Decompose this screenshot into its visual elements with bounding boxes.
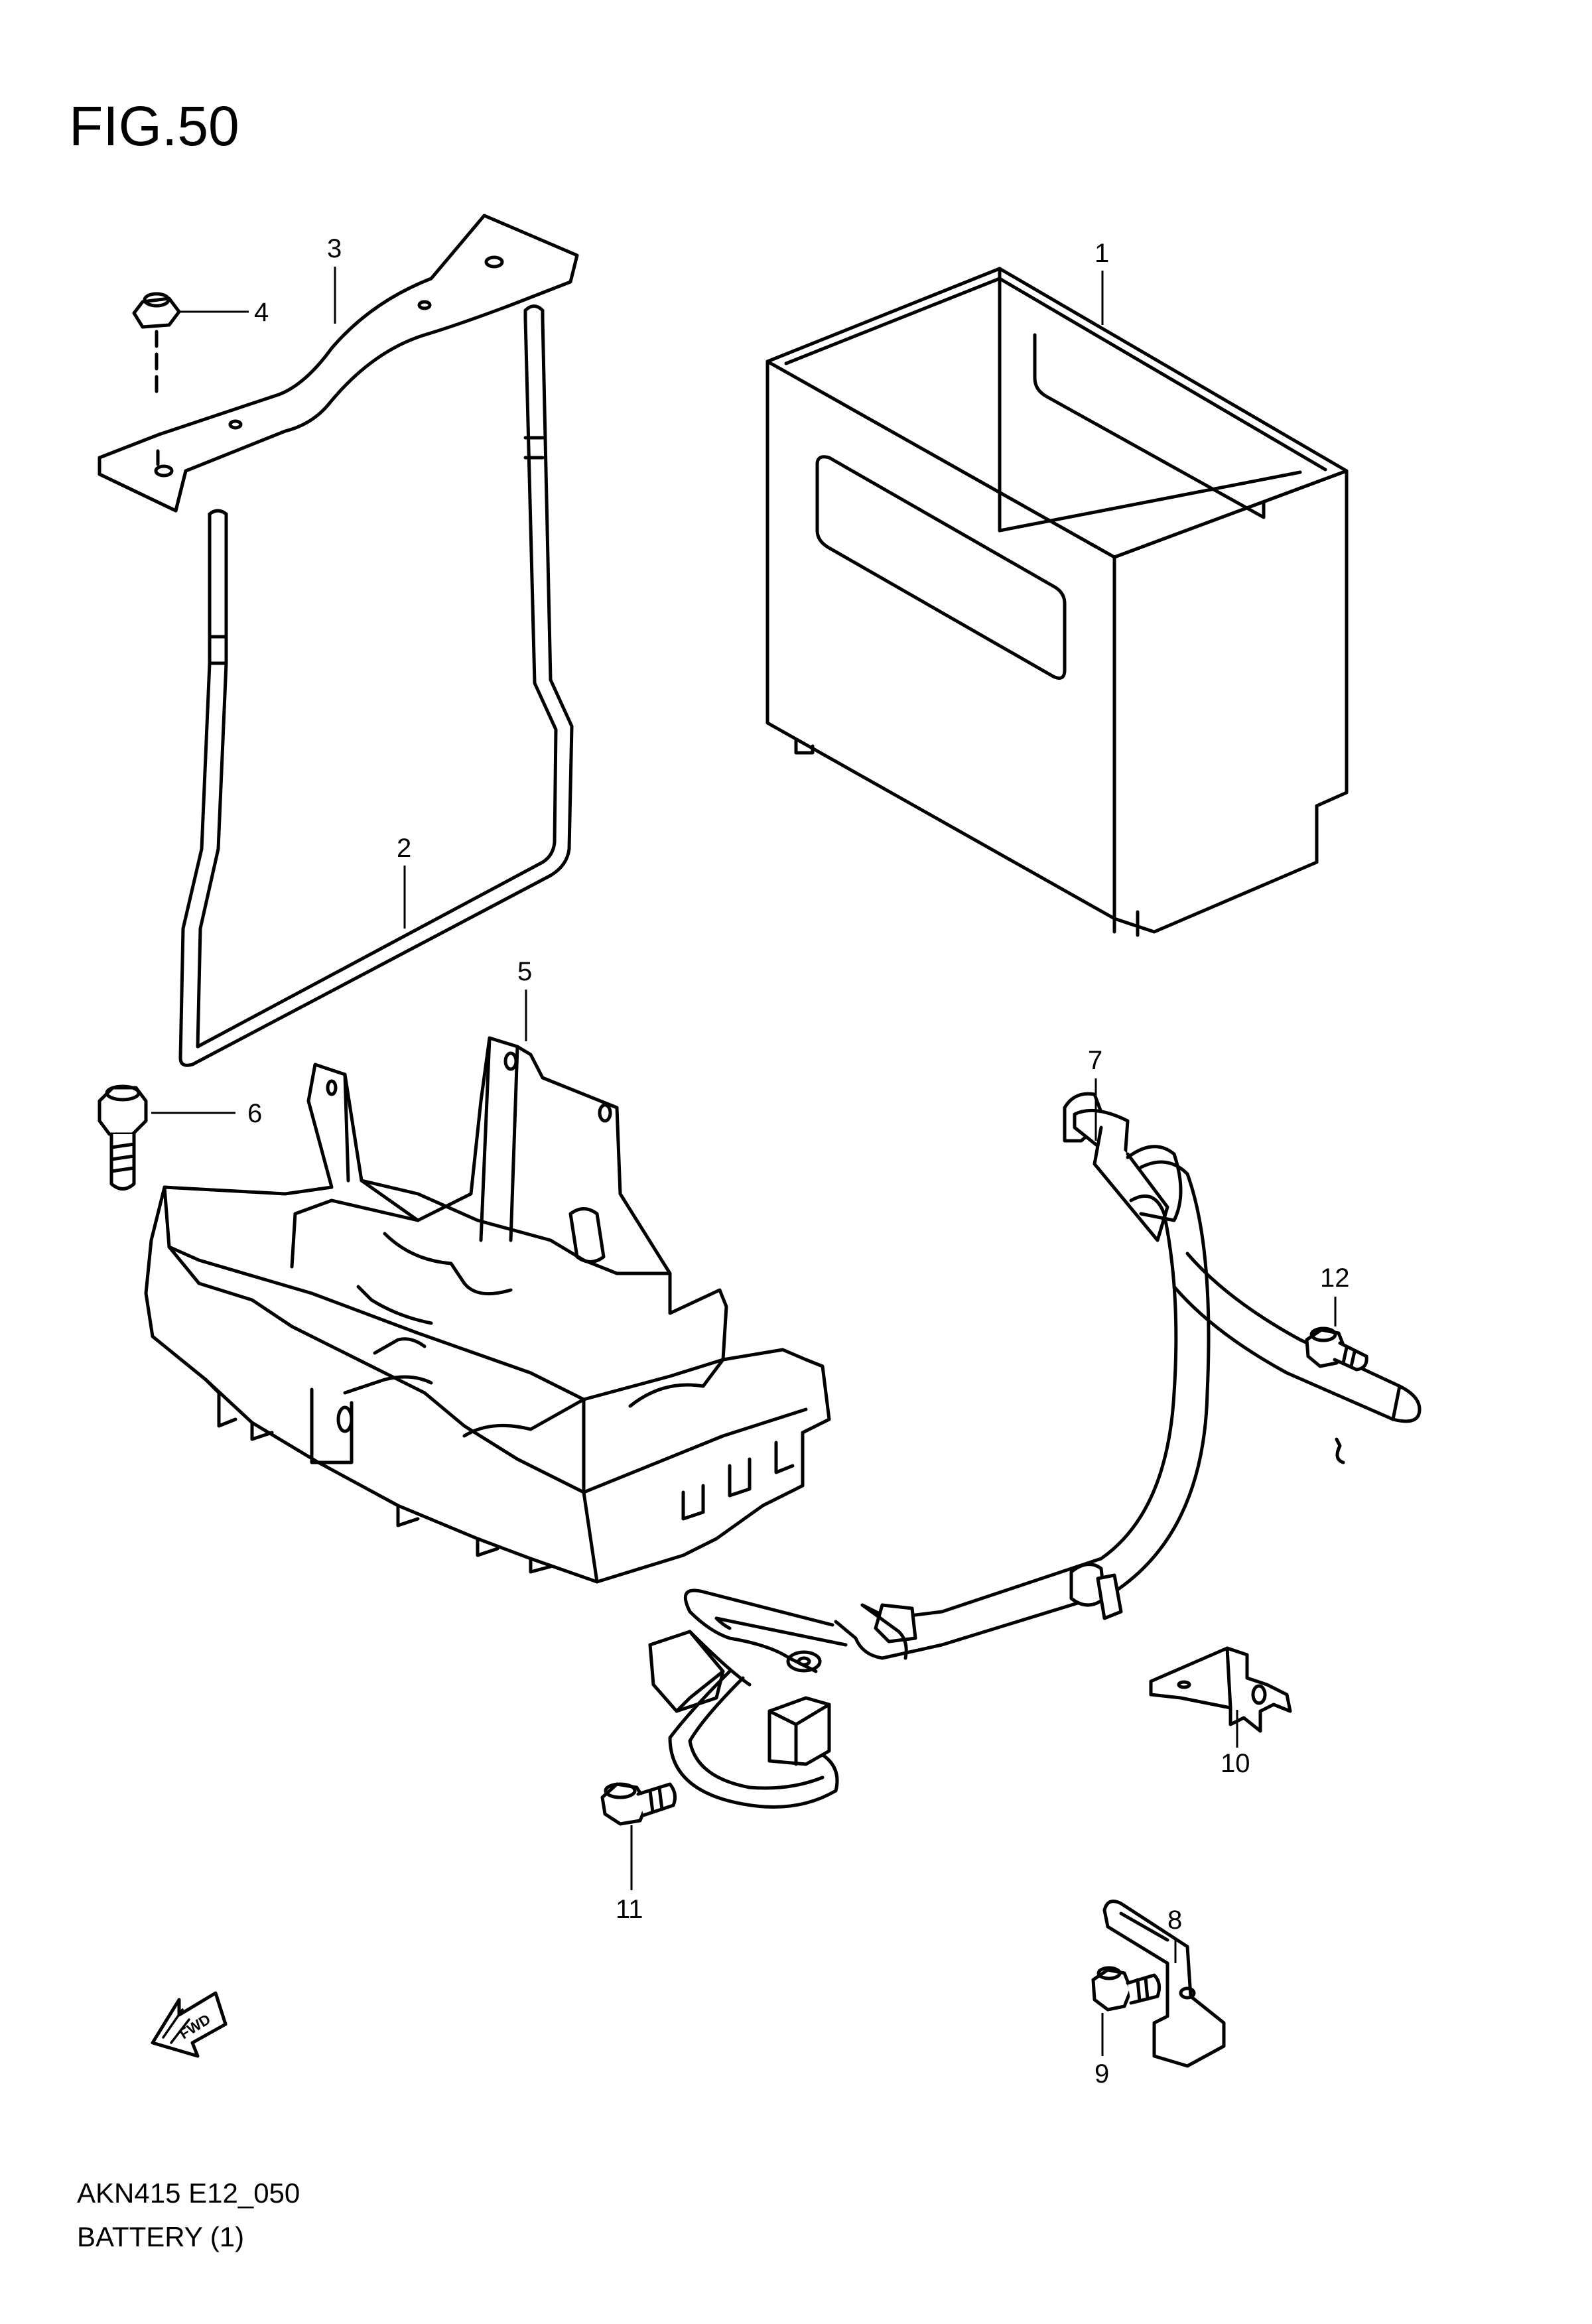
callout-1: 1	[1094, 239, 1109, 268]
figure-title: FIG.50	[69, 95, 239, 157]
callout-2: 2	[397, 834, 411, 863]
callout-10: 10	[1221, 1749, 1250, 1778]
callout-12: 12	[1320, 1263, 1350, 1293]
callout-5: 5	[517, 957, 532, 986]
callout-11: 11	[616, 1895, 643, 1924]
nut-part	[132, 292, 181, 400]
battery-case-part	[765, 267, 1349, 937]
callout-4: 4	[254, 298, 269, 327]
battery-rod-part	[178, 304, 574, 1067]
callout-3: 3	[327, 234, 342, 263]
callout-7: 7	[1088, 1046, 1102, 1075]
bolt-6-part	[98, 1084, 148, 1191]
bracket-10-part	[1149, 1646, 1292, 1733]
callout-9: 9	[1094, 2059, 1109, 2089]
bracket-8-part	[1102, 1900, 1226, 2068]
callout-6: 6	[247, 1099, 262, 1128]
callout-8: 8	[1167, 1905, 1182, 1935]
forward-arrow-icon: FWD	[151, 1991, 228, 2058]
diagram-code: AKN415 E12_050	[77, 2177, 300, 2209]
battery-cable-part	[648, 1092, 1422, 1809]
diagram-title: BATTERY (1)	[77, 2221, 245, 2252]
bolt-12-part	[1305, 1326, 1368, 1372]
bolt-9-part	[1091, 1966, 1161, 2012]
bolt-11-part	[600, 1782, 677, 1826]
hold-down-plate-part	[98, 214, 579, 513]
battery-tray-part	[144, 1036, 831, 1584]
